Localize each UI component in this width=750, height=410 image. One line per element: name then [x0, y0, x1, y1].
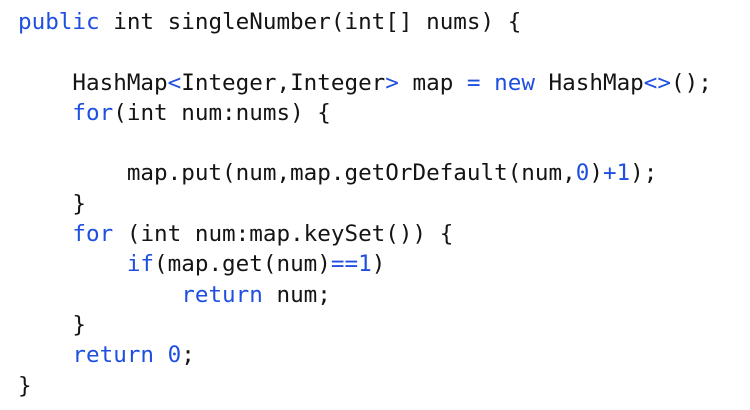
code-text: HashMap — [534, 69, 644, 96]
code-text: (); — [671, 69, 712, 96]
code-text — [481, 70, 495, 96]
code-line: return num; — [18, 280, 712, 310]
code-text — [18, 282, 181, 308]
code-text — [154, 342, 168, 368]
code-text: map — [398, 69, 467, 96]
code-line: } — [18, 371, 712, 401]
code-keyword: if — [126, 251, 155, 278]
code-line: for(int num:nums) { — [18, 98, 712, 128]
code-text: (int num:nums) { — [113, 99, 331, 126]
code-text: } — [18, 190, 87, 217]
code-keyword: > — [385, 69, 399, 96]
code-text: map.put(num,map.getOrDefault(num, — [18, 160, 576, 187]
code-text: ) — [371, 251, 386, 278]
code-text — [18, 221, 72, 247]
code-keyword: return — [181, 281, 263, 308]
code-keyword: return — [72, 342, 155, 369]
code-text: Integer,Integer — [181, 69, 386, 96]
code-text: int singleNumber(int[] nums) { — [99, 9, 522, 35]
code-keyword: for — [72, 99, 114, 126]
code-text: (map.get(num) — [154, 251, 331, 278]
code-text: HashMap — [18, 69, 168, 96]
code-text — [18, 342, 72, 368]
code-keyword: <> — [643, 69, 671, 96]
code-keyword: public — [18, 9, 100, 35]
code-line: for (int num:map.keySet()) { — [18, 219, 712, 249]
code-block: public int singleNumber(int[] nums) { Ha… — [18, 7, 712, 401]
code-keyword: < — [167, 69, 182, 96]
code-keyword: 0 — [575, 160, 590, 187]
code-text: ) — [589, 160, 603, 187]
code-line: } — [18, 189, 712, 219]
code-line: HashMap<Integer,Integer> map = new HashM… — [18, 68, 712, 98]
code-line: if(map.get(num)==1) — [18, 249, 712, 279]
code-text — [18, 100, 72, 126]
code-text: ); — [630, 160, 658, 187]
code-keyword: new — [494, 69, 535, 96]
code-text — [18, 251, 127, 277]
code-text: } — [18, 311, 87, 338]
code-text: num; — [262, 281, 331, 308]
code-line: return 0; — [18, 340, 712, 370]
code-keyword: 0 — [167, 342, 182, 369]
code-line — [18, 37, 712, 67]
code-text: ; — [181, 342, 195, 369]
code-keyword: ==1 — [330, 251, 372, 278]
code-line: map.put(num,map.getOrDefault(num,0)+1); — [18, 158, 712, 188]
code-text: (int num:map.keySet()) { — [113, 221, 454, 248]
code-line: } — [18, 310, 712, 340]
code-keyword: +1 — [602, 160, 631, 187]
code-line — [18, 128, 712, 158]
code-keyword: = — [466, 69, 481, 96]
code-text: } — [18, 372, 32, 399]
code-line: public int singleNumber(int[] nums) { — [18, 7, 712, 37]
code-keyword: for — [72, 221, 114, 248]
